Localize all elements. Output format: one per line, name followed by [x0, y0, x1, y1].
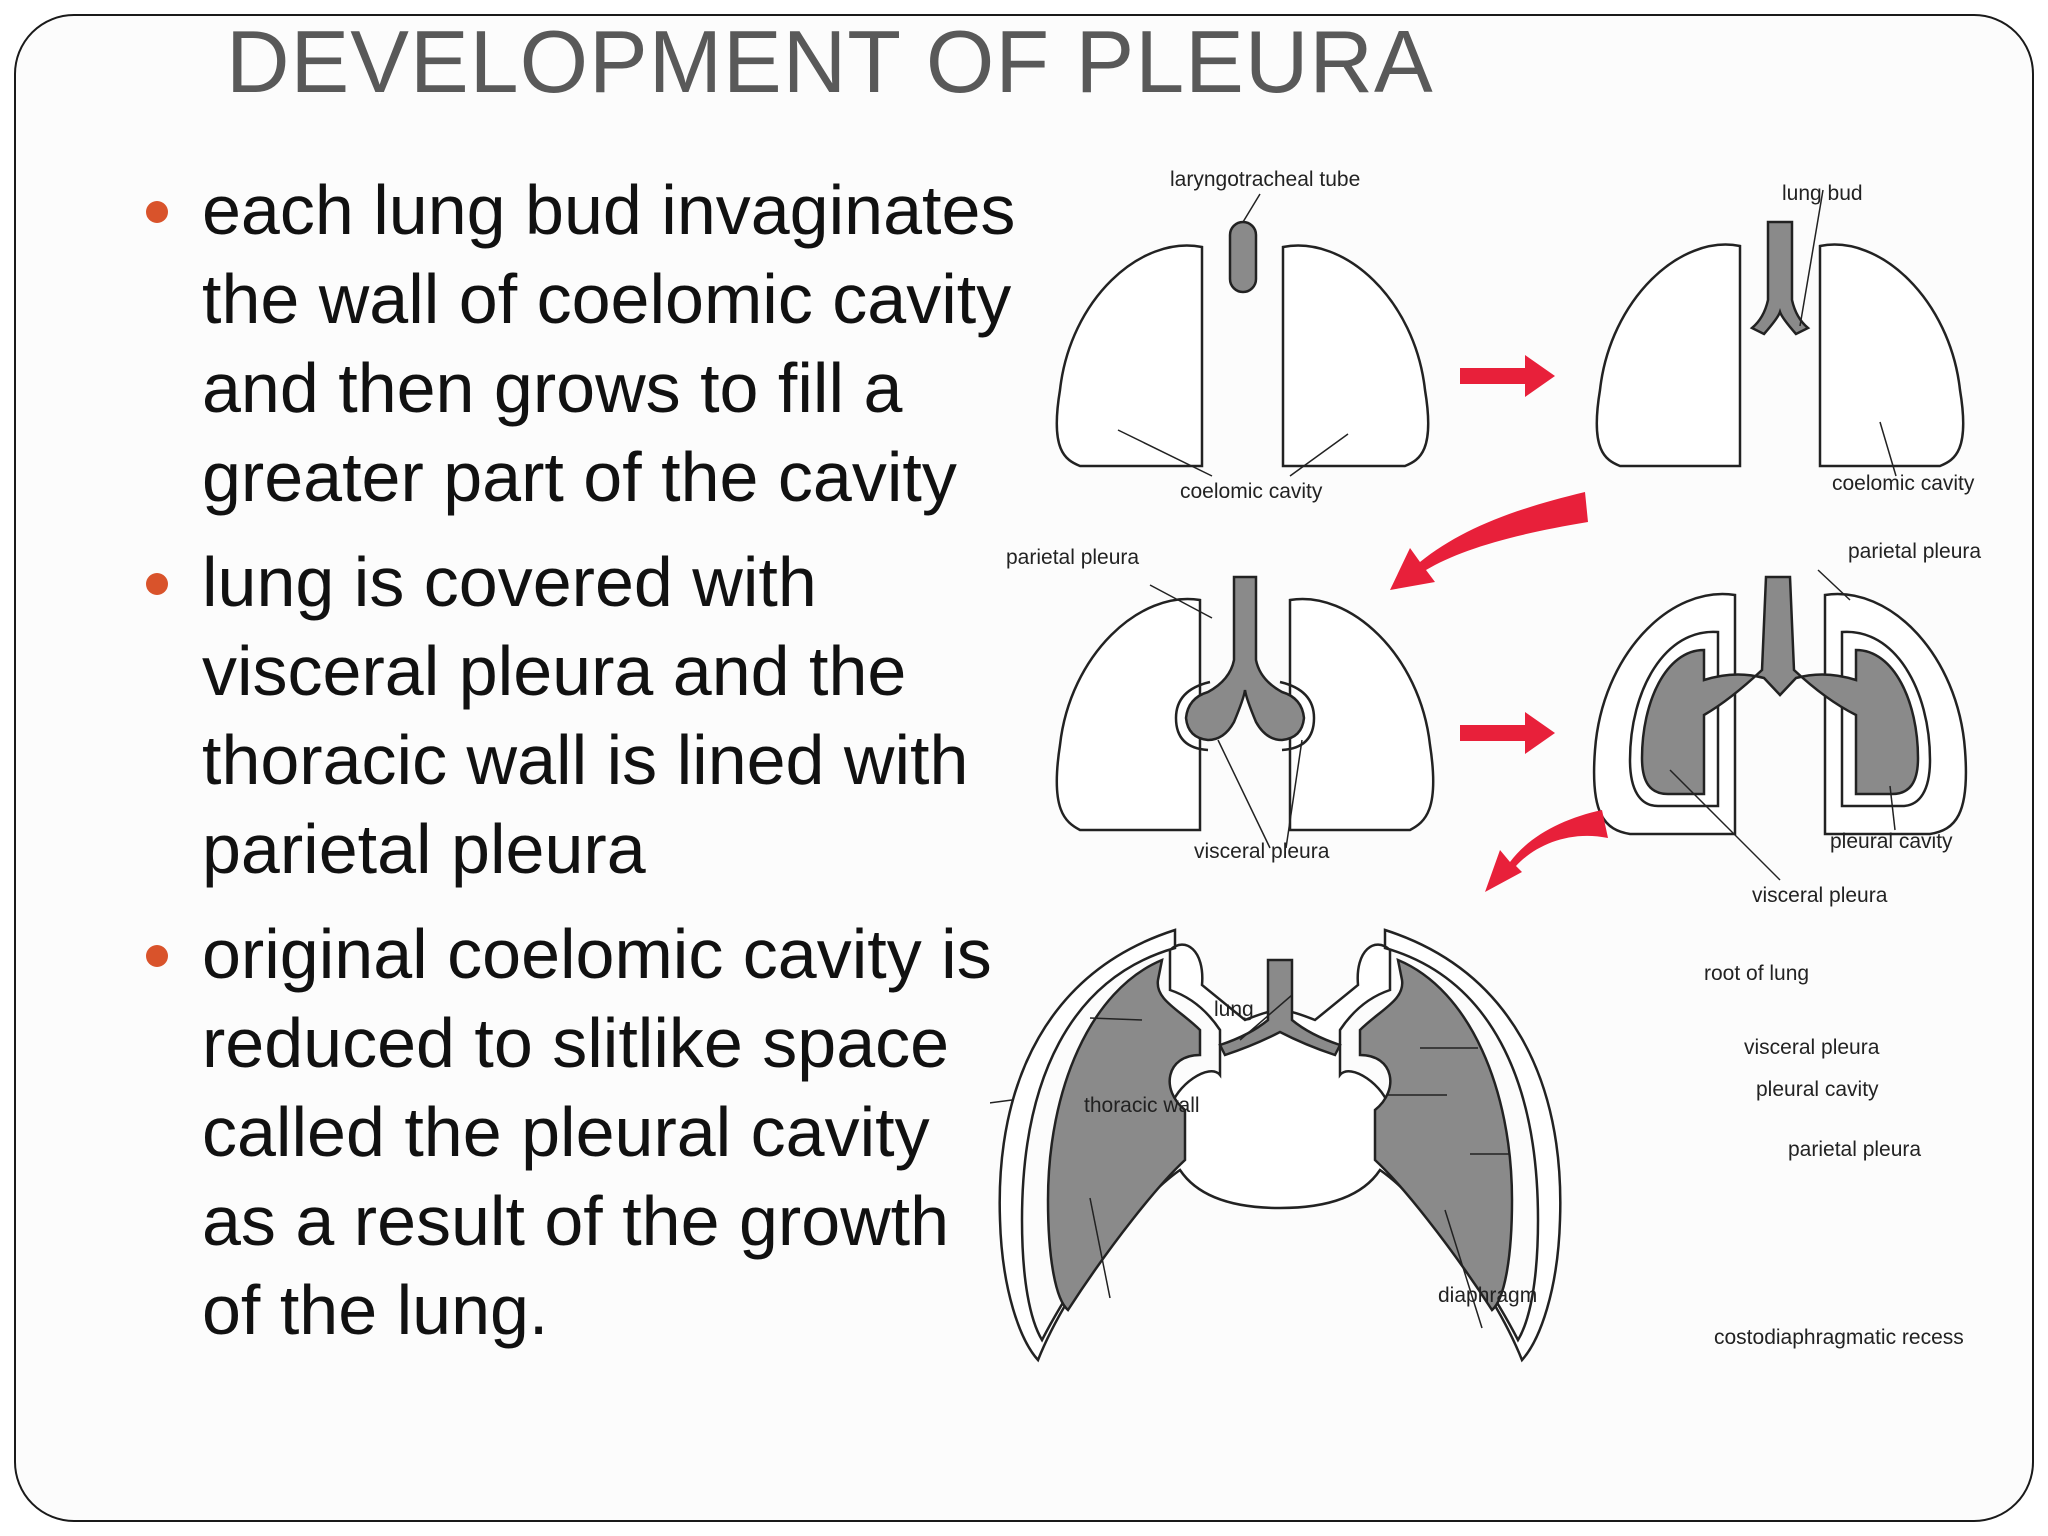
label-visceral-pleura: visceral pleura	[1194, 840, 1330, 863]
process-arrows	[1390, 355, 1608, 892]
stage-4-diagram	[1592, 569, 1968, 881]
bullet-item: each lung bud invaginates the wall of co…	[140, 166, 1020, 522]
label-root-of-lung: root of lung	[1704, 962, 1809, 985]
label-thoracic-wall: thoracic wall	[1084, 1094, 1200, 1117]
stage-2-diagram	[1595, 189, 1965, 477]
label-pleural-cavity: pleural cavity	[1830, 830, 1953, 853]
label-visceral-pleura: visceral pleura	[1752, 884, 1888, 907]
arrow-right-icon	[1460, 355, 1555, 397]
curved-arrow-icon	[1485, 810, 1608, 892]
label-parietal-pleura: parietal pleura	[1848, 540, 1981, 563]
label-laryngotracheal-tube: laryngotracheal tube	[1170, 168, 1360, 191]
label-parietal-pleura: parietal pleura	[1788, 1138, 1921, 1161]
pleura-development-figure: laryngotracheal tube lung bud coelomic c…	[990, 168, 1981, 1363]
label-visceral-pleura: visceral pleura	[1744, 1036, 1880, 1059]
slide-title: DEVELOPMENT OF PLEURA	[226, 12, 1434, 111]
arrow-right-icon	[1460, 712, 1555, 754]
curved-arrow-icon	[1390, 492, 1588, 590]
label-coelomic-cavity: coelomic cavity	[1180, 480, 1323, 503]
label-lung: lung	[1214, 998, 1254, 1021]
label-pleural-cavity: pleural cavity	[1756, 1078, 1879, 1101]
stage-5-diagram	[990, 928, 1562, 1363]
label-lung-bud: lung bud	[1782, 182, 1863, 205]
stage-1-diagram	[1055, 193, 1430, 477]
bullet-item: lung is covered with visceral pleura and…	[140, 538, 1020, 894]
label-coelomic-cavity: coelomic cavity	[1832, 472, 1975, 495]
bullet-item: original coelomic cavity is reduced to s…	[140, 910, 1020, 1355]
label-costodiaphragmatic-recess: costodiaphragmatic recess	[1714, 1326, 1964, 1349]
stage-3-diagram	[1055, 575, 1435, 849]
bullet-list: each lung bud invaginates the wall of co…	[140, 166, 1020, 1371]
label-parietal-pleura: parietal pleura	[1006, 546, 1139, 569]
label-diaphragm: diaphragm	[1438, 1284, 1537, 1307]
